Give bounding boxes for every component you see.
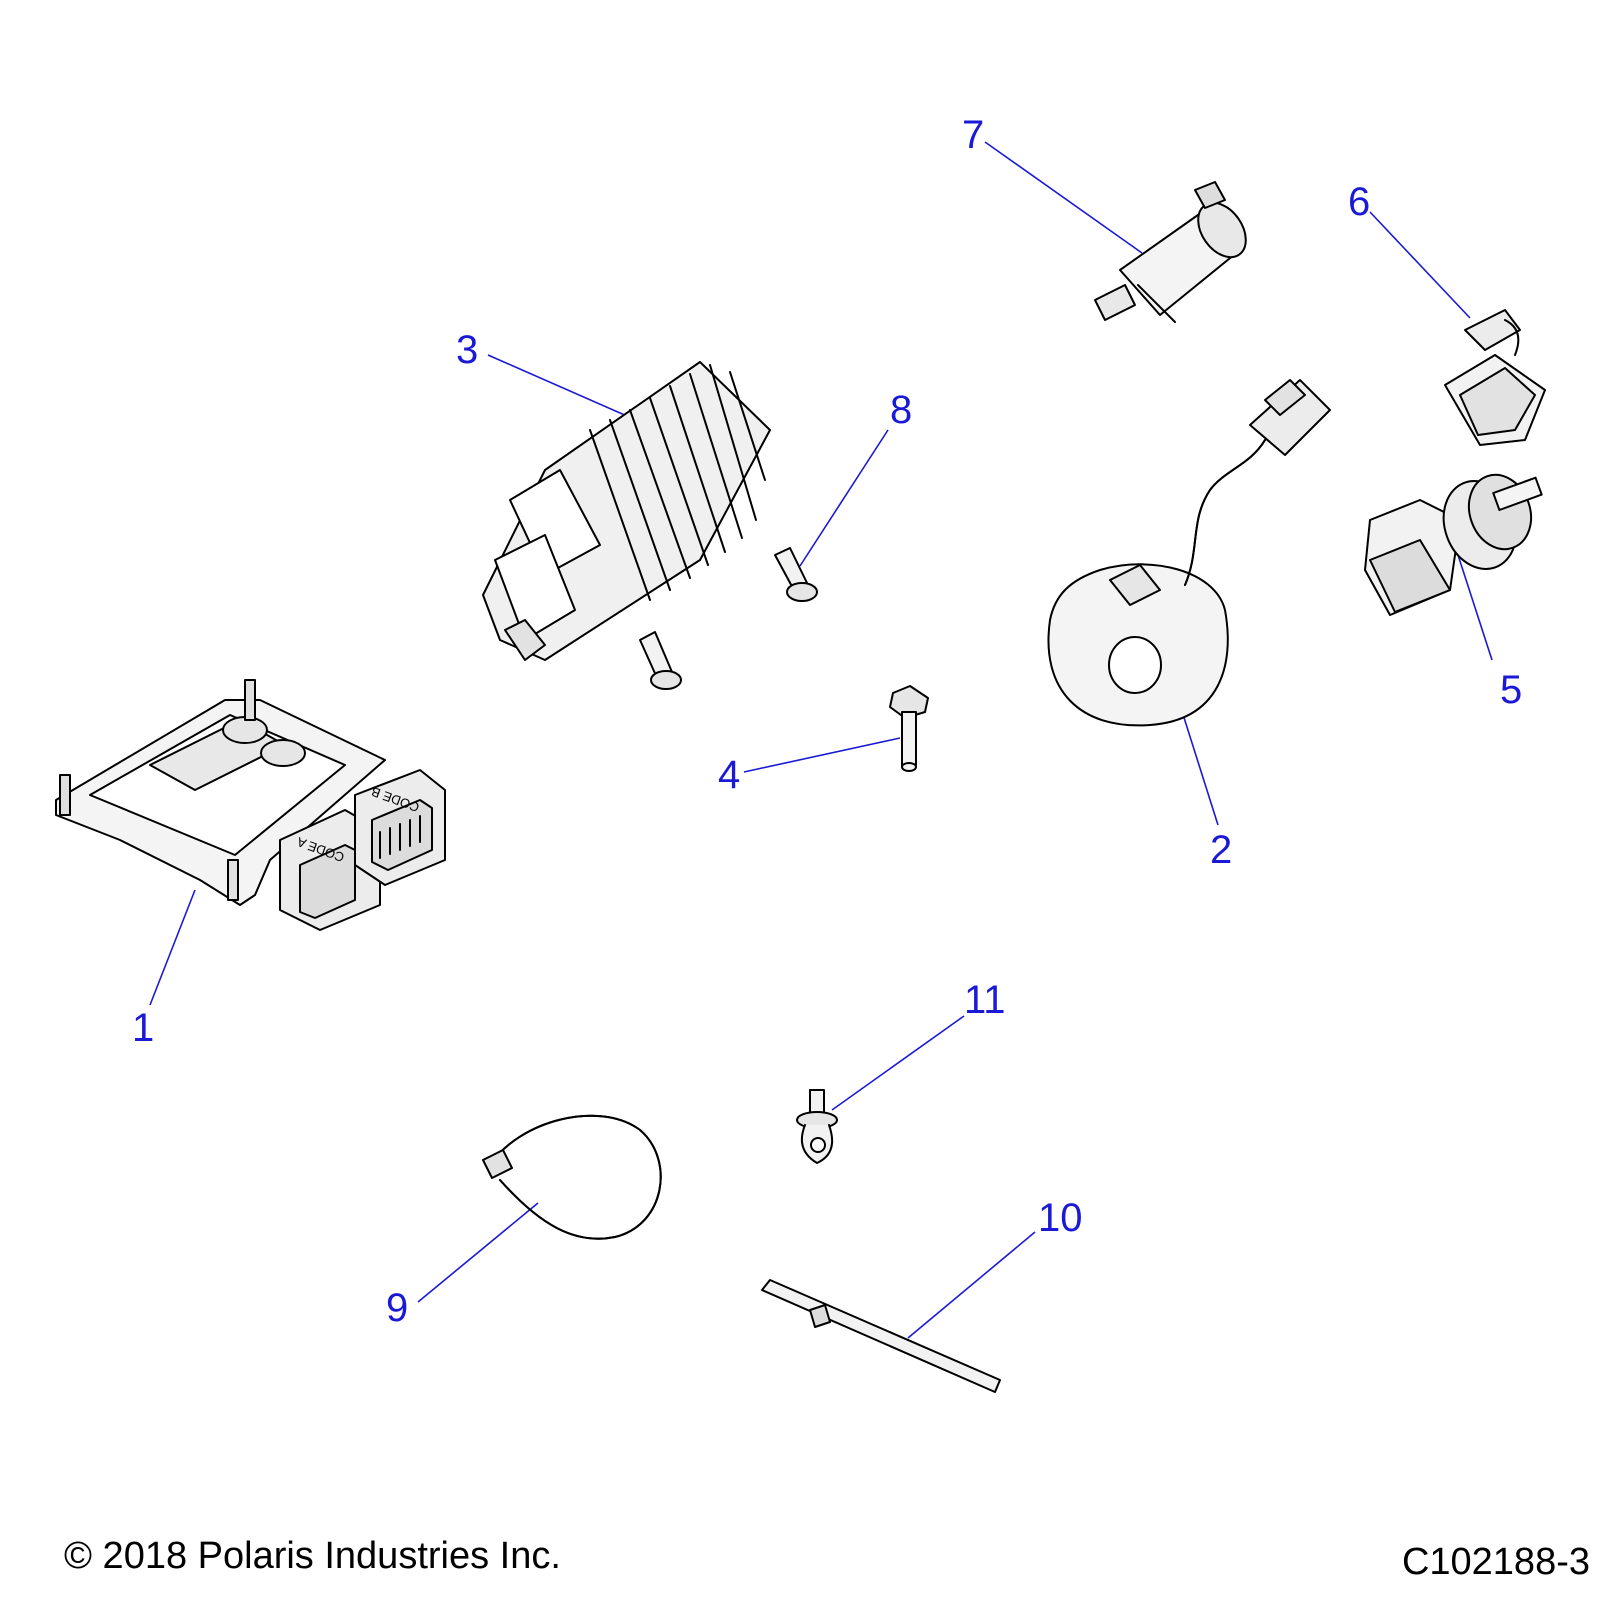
voltage-regulator-part [482, 361, 771, 661]
callout-2: 2 [1210, 828, 1233, 872]
leader-7 [984, 141, 1143, 254]
bolt-8-part [639, 547, 818, 690]
leader-9 [417, 1202, 539, 1303]
callout-6: 6 [1348, 180, 1371, 224]
leader-lines [149, 141, 1493, 1339]
leader-3 [487, 354, 637, 421]
callout-4: 4 [718, 753, 741, 797]
cable-tie-9-part [482, 1114, 662, 1240]
key-switch-5-part [1364, 473, 1543, 616]
callout-7: 7 [962, 113, 985, 157]
leader-1 [149, 889, 196, 1006]
bolt-4-part [889, 685, 929, 772]
leader-6 [1369, 211, 1471, 319]
callout-5: 5 [1500, 668, 1523, 712]
figure-id: C102188-3 [1401, 1541, 1590, 1583]
callout-11: 11 [964, 978, 1006, 1022]
switch-6-part [1444, 309, 1546, 446]
copyright-notice: © 2018 Polaris Industries Inc. [64, 1535, 561, 1577]
strap-10-part [761, 1279, 1001, 1393]
leader-8 [799, 429, 889, 567]
callout-9: 9 [386, 1286, 409, 1330]
ecu-module-part [55, 679, 446, 931]
stud-clip-11-part [796, 1089, 838, 1164]
leader-11 [831, 1015, 965, 1111]
callout-3: 3 [456, 328, 479, 372]
callout-10: 10 [1038, 1196, 1083, 1240]
handlebar-switch-2-part [1047, 379, 1331, 727]
leader-10 [907, 1231, 1036, 1339]
leader-4 [743, 737, 901, 773]
callout-8: 8 [890, 388, 913, 432]
leader-5 [1457, 554, 1493, 661]
callout-1: 1 [132, 1006, 155, 1050]
leader-2 [1179, 704, 1219, 826]
cylinder-7-part [1094, 181, 1247, 323]
